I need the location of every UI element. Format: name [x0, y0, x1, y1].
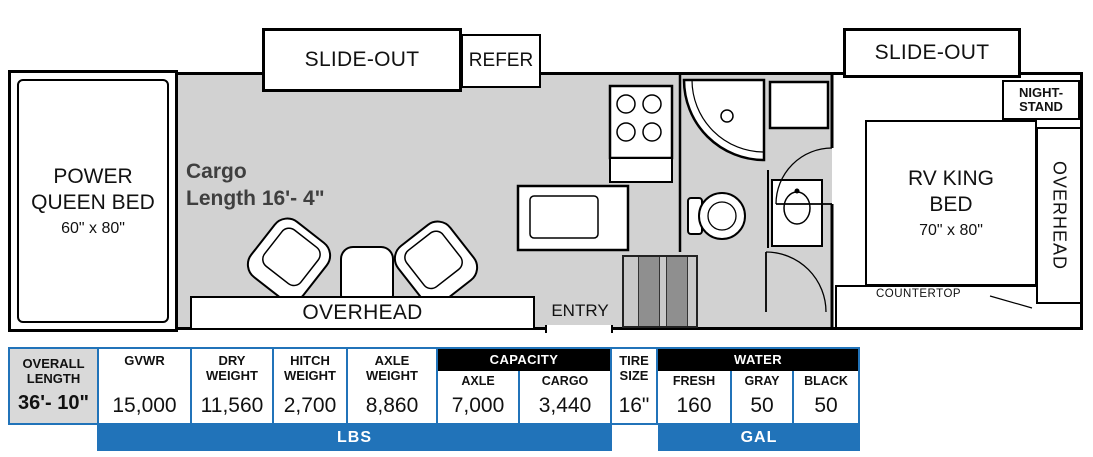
slide-out-right-box: SLIDE-OUT	[843, 28, 1021, 78]
spec-col-gvwr: GVWR 15,000	[99, 349, 192, 423]
spec-col-capacity-cargo: CARGO 3,440	[520, 371, 610, 423]
power-queen-bed-box: POWER QUEEN BED 60" x 80"	[8, 70, 178, 332]
bed-size-label: 60" x 80"	[61, 220, 125, 238]
refrigerator-box: REFER	[461, 34, 541, 88]
slide-out-label: SLIDE-OUT	[874, 41, 990, 64]
lbs-unit-banner: LBS	[97, 425, 612, 451]
spec-group-capacity: CAPACITY AXLE 7,000 CARGO 3,440	[438, 349, 612, 423]
entry-door-opening	[545, 325, 613, 333]
spec-label: FRESH	[672, 374, 716, 388]
cargo-length-note: Cargo Length 16'- 4"	[186, 158, 325, 213]
slide-out-label: SLIDE-OUT	[304, 48, 420, 71]
bed-label: POWER	[53, 164, 133, 188]
spec-value: 11,560	[200, 393, 264, 417]
bed-label: QUEEN BED	[31, 191, 155, 214]
rv-king-bed-box: RV KING BED 70" x 80"	[865, 120, 1037, 286]
cargo-line: Cargo	[186, 160, 247, 183]
gal-unit-banner: GAL	[658, 425, 860, 451]
capacity-header: CAPACITY	[438, 349, 610, 371]
spec-label: BLACK	[804, 374, 848, 388]
overhead-cabinet-bottom: OVERHEAD	[190, 296, 535, 330]
nightstand-box: NIGHT- STAND	[1002, 80, 1080, 120]
overhead-cabinet-right: OVERHEAD	[1036, 127, 1082, 304]
spec-label: DRY WEIGHT	[206, 353, 258, 383]
spec-col-hitch-weight: HITCH WEIGHT 2,700	[274, 349, 348, 423]
spec-label: AXLE	[461, 374, 495, 388]
nightstand-label: NIGHT-	[1018, 85, 1064, 101]
spec-value: 160	[676, 393, 712, 417]
cargo-line: Length 16'- 4"	[186, 187, 325, 211]
overall-length-label: LENGTH	[26, 370, 81, 386]
spec-col-dry-weight: DRY WEIGHT 11,560	[192, 349, 274, 423]
spec-group-water: WATER FRESH 160 GRAY 50 BLACK 50	[658, 349, 858, 423]
spec-col-axle-weight: AXLE WEIGHT 8,860	[348, 349, 438, 423]
spec-label: HITCH WEIGHT	[284, 353, 336, 383]
overhead-label: OVERHEAD	[1049, 160, 1070, 271]
power-queen-bed: POWER QUEEN BED 60" x 80"	[17, 79, 169, 323]
step-band	[666, 257, 688, 326]
spec-col-capacity-axle: AXLE 7,000	[438, 371, 520, 423]
spec-value: 50	[814, 393, 838, 417]
spec-col-water-gray: GRAY 50	[732, 371, 794, 423]
spec-col-water-black: BLACK 50	[794, 371, 858, 423]
overall-length-value: 36'- 10"	[18, 392, 89, 415]
spec-value: 15,000	[112, 393, 177, 417]
spec-col-water-fresh: FRESH 160	[658, 371, 732, 423]
bed-label: BED	[929, 193, 973, 216]
countertop-label: COUNTERTOP	[876, 288, 962, 300]
spec-label: AXLE WEIGHT	[366, 353, 418, 383]
entry-label: ENTRY	[551, 301, 609, 320]
spec-label: CARGO	[541, 374, 589, 388]
spec-label: GVWR	[124, 353, 165, 368]
spec-table: GVWR 15,000 DRY WEIGHT 11,560 HITCH WEIG…	[97, 347, 860, 425]
refer-label: REFER	[468, 50, 534, 71]
spec-value: 50	[750, 393, 774, 417]
overall-length-box: OVERALL LENGTH 36'- 10"	[8, 347, 99, 425]
water-header: WATER	[658, 349, 858, 371]
slide-out-top-box: SLIDE-OUT	[262, 28, 462, 92]
step-band	[638, 257, 660, 326]
spec-value: 16"	[618, 393, 650, 417]
spec-value: 2,700	[283, 393, 337, 417]
nightstand-label: STAND	[1019, 99, 1063, 114]
overhead-label: OVERHEAD	[302, 301, 423, 324]
overall-length-label: OVERALL	[22, 355, 85, 371]
spec-value: 8,860	[365, 393, 419, 417]
spec-value: 3,440	[538, 393, 592, 417]
spec-label: GRAY	[744, 374, 780, 388]
spec-col-tire-size: TIRE SIZE 16"	[612, 349, 658, 423]
entry-steps	[622, 255, 698, 328]
spec-value: 7,000	[451, 393, 505, 417]
bed-label: RV KING	[908, 166, 994, 190]
bed-size-label: 70" x 80"	[919, 222, 983, 240]
spec-label: TIRE SIZE	[619, 353, 649, 383]
